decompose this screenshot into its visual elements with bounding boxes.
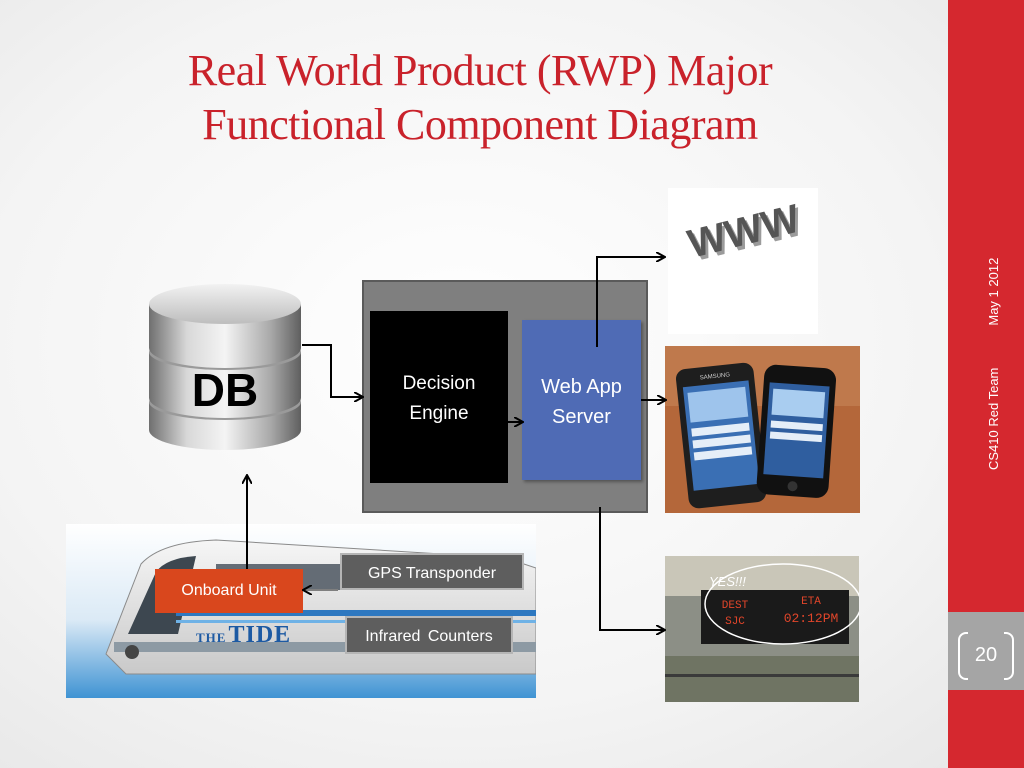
sign-dest-label: DEST — [722, 600, 749, 612]
onboard-unit-box: Onboard Unit — [155, 569, 303, 613]
www-image: WWW WWW — [668, 188, 818, 334]
footer-date: May 1 2012 — [986, 257, 1001, 326]
db-to-decision-arrow — [302, 344, 362, 397]
decision-engine-box: Decision Engine — [370, 311, 508, 483]
station-sign-image: DEST SJC ETA 02:12PM YES!!! — [665, 556, 859, 702]
page-number-text: 20 — [974, 644, 998, 666]
decision-engine-line-2: Engine — [409, 403, 469, 424]
smartphones-image: SAMSUNG — [665, 346, 860, 513]
title-line-2: Functional Component Diagram — [202, 100, 758, 149]
slide-title: Real World Product (RWP) Major Functiona… — [60, 44, 900, 152]
gps-transponder-box: GPS Transponder — [340, 553, 524, 590]
decision-engine-line-1: Decision — [402, 373, 476, 394]
infrared-counters-box: Infrared Counters — [345, 616, 513, 654]
database-icon — [145, 282, 305, 454]
sign-eta-value: 02:12PM — [784, 611, 839, 626]
page-number: 20 — [958, 630, 1014, 680]
sign-annotation: YES!!! — [709, 574, 746, 589]
right-bracket-decoration — [1004, 632, 1014, 680]
title-line-1: Real World Product (RWP) Major — [187, 46, 773, 95]
footer-team: CS410 Red Team — [986, 367, 1001, 470]
webapp-to-sign-arrow — [599, 507, 664, 630]
the-tide-logo: THETIDE — [196, 622, 291, 649]
footer-vertical-text: CS410 Red Team May 1 2012 — [986, 216, 1001, 470]
web-app-line-1: Web App — [541, 376, 622, 398]
sign-dest-value: SJC — [725, 616, 745, 628]
tide-logo-small: THE — [196, 630, 227, 645]
db-label: DB — [191, 364, 259, 416]
sign-eta-label: ETA — [801, 596, 821, 608]
web-app-line-2: Server — [552, 406, 611, 428]
web-app-server-box: Web App Server — [522, 320, 641, 480]
tide-logo-text: TIDE — [228, 622, 292, 648]
left-bracket-decoration — [958, 632, 968, 680]
phone-brand-text: SAMSUNG — [700, 372, 731, 381]
